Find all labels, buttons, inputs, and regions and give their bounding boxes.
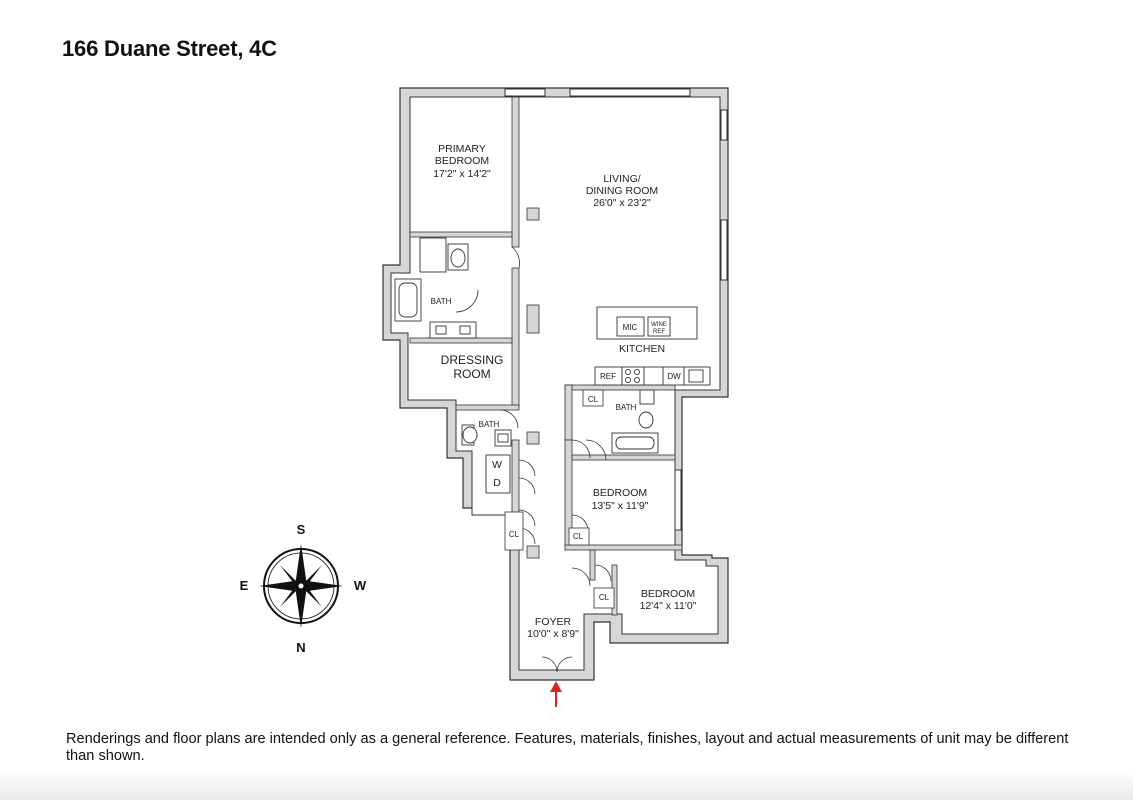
primary-bath-label: BATH xyxy=(431,297,452,306)
closet-label-4: CL xyxy=(599,593,610,602)
mic-label: MIC xyxy=(623,323,638,332)
compass-rose-icon: S N E W xyxy=(240,522,367,655)
primary-bedroom-size: 17'2" x 14'2" xyxy=(433,168,491,180)
washer-dryer xyxy=(485,454,511,494)
wine-fridge xyxy=(647,316,671,337)
compass-east: E xyxy=(240,578,249,593)
primary-bedroom-label: PRIMARY xyxy=(438,143,486,155)
primary-bedroom-label-2: BEDROOM xyxy=(435,155,489,167)
living-label: LIVING/ xyxy=(603,173,640,185)
dressing-room-label-2: ROOM xyxy=(453,367,490,381)
windows xyxy=(504,88,728,531)
disclaimer-text: Renderings and floor plans are intended … xyxy=(66,731,1069,764)
dw-label: DW xyxy=(667,372,681,381)
doors xyxy=(455,246,612,673)
microwave xyxy=(616,316,645,337)
compass-north: N xyxy=(296,640,305,655)
kitchen-island xyxy=(596,306,698,340)
hall-bath-label: BATH xyxy=(479,420,500,429)
dressing-room-label: DRESSING xyxy=(441,353,504,367)
columns xyxy=(526,207,540,559)
bedroom-bath-label: BATH xyxy=(616,403,637,412)
living-label-2: DINING ROOM xyxy=(586,185,658,197)
room-labels: PRIMARY BEDROOM 17'2" x 14'2" LIVING/ DI… xyxy=(431,143,697,640)
washer-label: W xyxy=(492,459,502,471)
closets xyxy=(504,389,615,609)
dryer-label: D xyxy=(493,477,501,489)
bedroom2-size: 13'5" x 11'9" xyxy=(592,500,649,512)
closet-label-1: CL xyxy=(588,395,599,404)
living-size: 26'0" x 23'2" xyxy=(593,197,651,209)
foyer-size: 10'0" x 8'9" xyxy=(527,628,579,640)
bottom-fade xyxy=(0,770,1133,800)
kitchen-label: KITCHEN xyxy=(619,343,665,355)
bedroom3-size: 12'4" x 11'0" xyxy=(640,600,697,612)
wine-label-2: REF xyxy=(653,329,665,335)
closet-label-3: CL xyxy=(573,532,584,541)
interior-walls xyxy=(409,96,683,616)
compass-south: S xyxy=(297,522,306,537)
kitchen-counter xyxy=(594,366,711,386)
entry-arrow-icon xyxy=(550,681,562,707)
ref-label: REF xyxy=(600,372,616,381)
closet-label-2: CL xyxy=(509,530,520,539)
bath-fixtures xyxy=(394,237,659,494)
wine-label: WINE xyxy=(651,322,667,328)
page-title: 166 Duane Street, 4C xyxy=(62,36,277,61)
bedroom3-label: BEDROOM xyxy=(641,588,695,600)
foyer-label: FOYER xyxy=(535,616,572,628)
kitchen xyxy=(594,306,711,386)
bedroom2-label: BEDROOM xyxy=(593,487,647,499)
compass-west: W xyxy=(354,578,367,593)
